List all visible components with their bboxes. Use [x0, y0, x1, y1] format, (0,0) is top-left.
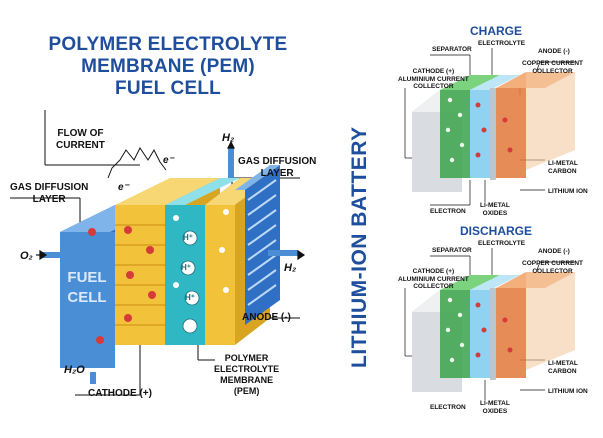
- charge-li-metal-line-1: LI-METAL: [548, 160, 578, 167]
- fuel-cell-title-line-2: MEMBRANE (PEM): [81, 56, 255, 77]
- o2-label: O₂: [20, 250, 33, 262]
- h2-right-label: H₂: [284, 262, 297, 274]
- h2-top-label: H₂: [222, 132, 235, 144]
- pem-line-4: (PEM): [233, 386, 260, 396]
- charge-anode-label: ANODE (-): [538, 48, 570, 55]
- cathode-label: CATHODE (+): [88, 388, 152, 399]
- flow-label-line-2: CURRENT: [56, 140, 105, 151]
- discharge-copper-line-2: COLLECTOR: [532, 267, 573, 275]
- charge-cathode-line-1: CATHODE (+): [412, 68, 455, 75]
- charge-cathode-line-2: ALUMINIUM CURRENT: [398, 75, 469, 83]
- pem-line-1: POLYMER: [224, 353, 269, 363]
- discharge-li-metal-line-2: CARBON: [548, 367, 577, 375]
- anode-flow-plate: [235, 165, 280, 325]
- discharge-oxides-label: LI-METAL OXIDES: [480, 400, 510, 415]
- discharge-li-metal-label: LI-METAL CARBON: [548, 360, 578, 375]
- block-text-line-2: CELL: [67, 289, 107, 306]
- gas-diffusion-layer-left-label: GAS DIFFUSION LAYER: [10, 182, 88, 206]
- charge-lithium-ion-label: LITHIUM ION: [548, 188, 588, 195]
- discharge-cathode-line-1: CATHODE (+): [412, 268, 455, 275]
- discharge-copper-label: COPPER CURRENT COLLECTOR: [522, 260, 583, 275]
- discharge-separator-label: SEPARATOR: [432, 247, 472, 254]
- charge-cathode-line-3: COLLECTOR: [413, 83, 454, 90]
- flow-label-line-1: FLOW OF: [57, 128, 104, 139]
- charge-oxides-line-2: OXIDES: [482, 209, 508, 217]
- gdl-left-line-2: LAYER: [32, 194, 66, 205]
- pem-line-2: ELECTROLYTE: [214, 364, 280, 374]
- discharge-cathode-label: CATHODE (+) ALUMINIUM CURRENT COLLECTOR: [398, 268, 469, 291]
- discharge-cathode-line-3: COLLECTOR: [413, 283, 454, 290]
- charge-separator-label: SEPARATOR: [432, 46, 472, 53]
- electron-symbol-right: e⁻: [163, 155, 174, 166]
- charge-title: CHARGE: [470, 24, 523, 38]
- charge-li-metal-line-2: CARBON: [548, 167, 577, 175]
- electron-symbol-left: e⁻: [118, 182, 129, 193]
- h2o-label: H₂O: [64, 364, 85, 376]
- discharge-copper-line-1: COPPER CURRENT: [522, 260, 584, 267]
- discharge-electrolyte-label: ELECTROLYTE: [478, 240, 526, 247]
- hplus-symbol-1: H⁺: [183, 233, 193, 242]
- hplus-symbol-3: H⁺: [185, 293, 195, 302]
- charge-copper-line-2: COLLECTOR: [532, 67, 573, 75]
- discharge-lithium-ion-label: LITHIUM ION: [548, 388, 588, 395]
- fuel-cell-title: POLYMER ELECTROLYTE MEMBRANE (PEM) FUEL …: [18, 34, 318, 100]
- discharge-oxides-line-1: LI-METAL: [480, 400, 510, 407]
- discharge-li-metal-line-1: LI-METAL: [548, 360, 578, 367]
- gdl-left-line-1: GAS DIFFUSION: [10, 182, 89, 193]
- fuel-cell-block-text: FUEL CELL: [62, 268, 112, 308]
- gdl-right-line-2: LAYER: [260, 168, 294, 179]
- charge-copper-label: COPPER CURRENT COLLECTOR: [522, 60, 583, 75]
- charge-cathode-label: CATHODE (+) ALUMINIUM CURRENT COLLECTOR: [398, 68, 469, 91]
- discharge-electron-label: ELECTRON: [430, 404, 466, 411]
- charge-electrolyte-label: ELECTROLYTE: [478, 40, 526, 47]
- discharge-anode-label: ANODE (-): [538, 248, 570, 255]
- charge-oxides-label: LI-METAL OXIDES: [480, 202, 510, 217]
- discharge-cathode-line-2: ALUMINIUM CURRENT: [398, 275, 469, 283]
- fuel-cell-title-line-3: FUEL CELL: [115, 78, 221, 99]
- flow-of-current-label: FLOW OF CURRENT: [56, 128, 105, 152]
- fuel-cell-title-line-1: POLYMER ELECTROLYTE: [48, 34, 288, 55]
- hplus-symbol-2: H⁺: [181, 263, 191, 272]
- pem-label: POLYMER ELECTROLYTE MEMBRANE (PEM): [214, 353, 279, 397]
- pem-line-3: MEMBRANE: [220, 375, 274, 385]
- discharge-title: DISCHARGE: [460, 224, 533, 238]
- block-text-line-1: FUEL: [67, 269, 107, 286]
- gdl-right-line-1: GAS DIFFUSION: [238, 156, 317, 167]
- charge-oxides-line-1: LI-METAL: [480, 202, 510, 209]
- charge-electron-label: ELECTRON: [430, 208, 466, 215]
- gas-diffusion-layer-right-label: GAS DIFFUSION LAYER: [238, 156, 316, 180]
- charge-li-metal-label: LI-METAL CARBON: [548, 160, 578, 175]
- charge-copper-line-1: COPPER CURRENT: [522, 60, 584, 67]
- discharge-oxides-line-2: OXIDES: [482, 407, 508, 415]
- anode-label: ANODE (-): [242, 312, 291, 323]
